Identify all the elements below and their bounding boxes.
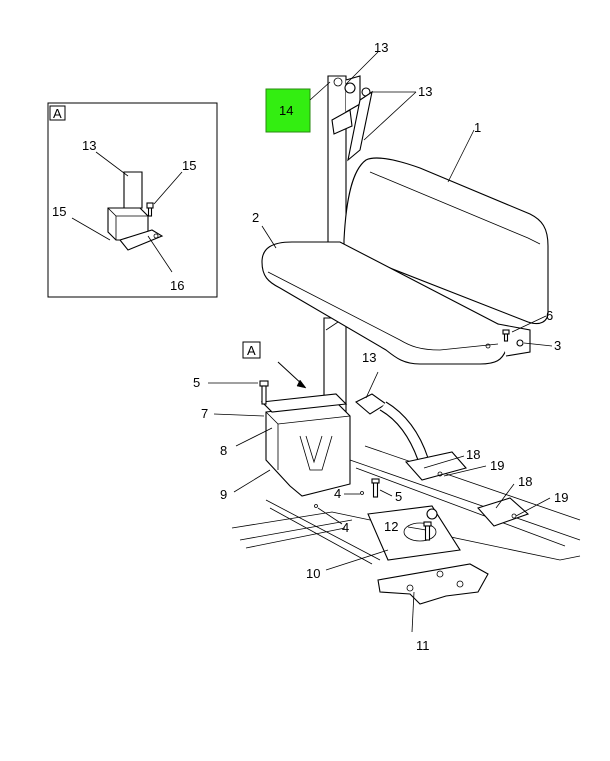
callout-10[interactable]: 10	[306, 566, 320, 581]
floor-anchor-18-upper	[404, 451, 467, 481]
callout-2[interactable]: 2	[252, 210, 259, 225]
detail-callout-15-bolt: 15	[182, 158, 196, 173]
callout-11[interactable]: 11	[416, 638, 430, 653]
callout-4-lower[interactable]: 4	[342, 520, 349, 535]
detail-letter: A	[53, 106, 62, 121]
floor-reinforcement	[377, 563, 489, 605]
callout-3[interactable]: 3	[554, 338, 561, 353]
callout-12[interactable]: 12	[384, 519, 398, 534]
detail-callout-16: 16	[170, 278, 184, 293]
callout-6[interactable]: 6	[546, 308, 553, 323]
callout-19-lower[interactable]: 19	[554, 490, 568, 505]
view-marker-box	[242, 341, 261, 359]
plate-bolt	[423, 521, 432, 541]
detail-belt-strap	[123, 171, 143, 209]
callout-5-top[interactable]: 5	[193, 375, 200, 390]
detail-base-plate	[119, 229, 164, 251]
callout-18-upper[interactable]: 18	[466, 447, 480, 462]
top-bolt	[259, 380, 269, 405]
highlighted-callout-box[interactable]	[265, 88, 311, 133]
callout-1[interactable]: 1	[474, 120, 481, 135]
callout-13-belt[interactable]: 13	[418, 84, 432, 99]
view-marker-letter: A	[247, 343, 256, 358]
lower-plate	[367, 505, 461, 561]
callout-labels: 13 13 1 2 6 3 13 5 7 8 9 4 5 4 12 10 11 …	[193, 40, 568, 653]
callout-13-buckle[interactable]: 13	[362, 350, 376, 365]
detail-view-a: A 13 15 15 16	[47, 102, 218, 298]
seat-bolt	[502, 329, 510, 342]
callout-14[interactable]: 14	[279, 103, 293, 118]
callout-19-upper[interactable]: 19	[490, 458, 504, 473]
callout-18-lower[interactable]: 18	[518, 474, 532, 489]
callout-8[interactable]: 8	[220, 443, 227, 458]
main-assembly	[231, 75, 581, 605]
floor-bolt	[371, 478, 380, 498]
seat-cushion	[261, 241, 509, 365]
leader-lines	[208, 51, 553, 633]
detail-callout-13: 13	[82, 138, 96, 153]
detail-letter-box	[49, 105, 66, 121]
seat-back	[343, 157, 549, 325]
floor-lines	[231, 445, 581, 565]
detail-bolt	[146, 202, 154, 217]
floor-anchor-18-lower	[477, 497, 530, 527]
callout-13-top[interactable]: 13	[374, 40, 388, 55]
callout-7[interactable]: 7	[201, 406, 208, 421]
callout-4-upper[interactable]: 4	[334, 486, 341, 501]
detail-frame	[47, 102, 218, 298]
leg-bracket	[265, 403, 351, 497]
callout-9[interactable]: 9	[220, 487, 227, 502]
callout-5-lower[interactable]: 5	[395, 489, 402, 504]
detail-callout-15-bracket: 15	[52, 204, 66, 219]
